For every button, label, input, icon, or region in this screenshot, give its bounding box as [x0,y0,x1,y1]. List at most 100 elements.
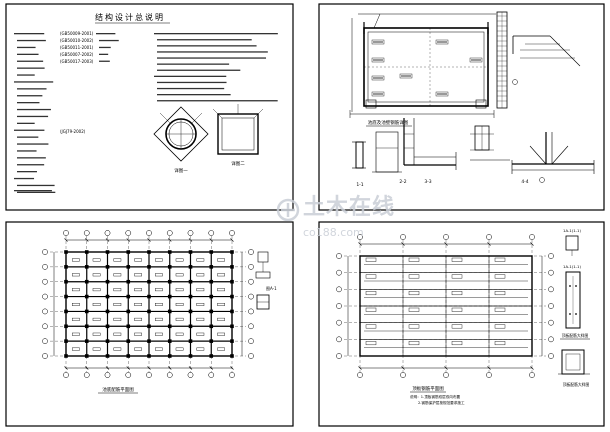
detail-one-label: 详图一 [174,167,188,174]
axis-bubble [125,230,132,236]
rebar-tag [113,303,122,306]
watermark-primary: 土木在线 [303,194,395,220]
dim-tick [230,366,234,370]
rebar-tag [371,57,385,63]
note-text-line [99,53,109,55]
column-mark [126,324,131,329]
note-text-line [17,164,45,166]
rebar-tag [175,332,184,336]
dim-tick [168,238,172,242]
top-plan-note: 说明：1.顶板钢筋双层双向布置 [410,394,461,399]
dim-tick [64,366,68,370]
note-text-line [14,81,54,83]
column-mark [126,309,131,314]
rebar-tag [113,288,122,292]
dim-tick [147,238,151,242]
column-mark [147,354,151,358]
axis-bubble [248,353,254,359]
rebar-tag [155,273,163,277]
dim-tick [358,366,362,370]
dim-tick [105,366,110,370]
rebar-tag [72,273,80,277]
column-mark [209,250,214,254]
dim-tick [188,366,193,370]
section-2-2: 2-2 [372,131,407,185]
column-mark [64,324,68,329]
rebar-tag [217,347,225,351]
detail-one-drawing: 详图一 [153,106,209,174]
note-text-line [17,53,39,55]
rebar-tag [451,307,463,312]
dim-tick [85,366,89,370]
sheet-top-plan: 顶板钢筋平面图 说明：1.顶板钢筋双层双向布置 2.钢筋保护层按规范要求施工 1… [318,221,605,427]
column-mark [209,265,214,269]
detail-tag-2: 顶板配筋大样图 [563,382,590,387]
rebar-tag [494,257,506,262]
note-text-line [99,46,111,49]
dim-tick [230,238,234,242]
column-mark [126,339,131,343]
rebar-tag [196,332,205,336]
axis-bubble [336,253,342,259]
rebar-tag [196,288,205,292]
dim-tick [487,366,491,370]
sheet-ring-beam-detail: 池底及池壁钢筋详图 1-1 2-2 [318,3,605,211]
column-mark [105,294,110,299]
dim-tick [188,238,193,242]
axis-bubble [548,303,554,309]
column-mark [84,339,89,343]
column-mark [167,324,172,329]
rebar-tag [155,347,163,351]
rebar-tag [494,341,506,346]
rebar-tag [196,347,205,351]
column-mark [188,250,193,254]
column-mark [167,294,172,299]
rebar-tag [451,324,463,329]
rebar-tag [408,291,420,296]
rebar-tag [365,257,377,262]
axis-bubble [336,286,342,293]
bottom-plan-section-label: 图A-1 [266,285,277,291]
rebar-tag [134,258,142,262]
column-mark [209,339,214,343]
column-mark [105,354,110,358]
rebar-tag [408,257,420,262]
rebar-tag [217,258,225,262]
notes-right-column [154,33,278,102]
rebar-tag [155,258,163,262]
watermark-logo-icon [276,198,300,222]
note-text-line [17,39,46,42]
column-mark [167,309,172,314]
axis-bubble [208,372,215,378]
rebar-tag [408,341,420,346]
section-label: 2-2 [399,179,406,185]
note-text-line [14,33,45,35]
column-mark [188,339,193,343]
spec-code: (GB50007-2002) [60,52,94,57]
column-mark [230,309,234,314]
column-mark [84,294,89,299]
rebar-tag [408,307,420,312]
spec-code: (JGJ79-2002) [60,129,86,134]
dim-tick [85,238,89,242]
rebar-tag [175,347,184,351]
watermark-secondary: co188.com [303,226,364,239]
axis-bubble [336,353,342,359]
dim-tick [64,238,68,242]
axis-bubble [229,372,235,378]
note-text-line [17,150,37,152]
rebar-tag [134,317,142,321]
axis-bubble [208,230,215,236]
column-mark [230,354,234,358]
column-mark [188,279,193,284]
rebar-tag [196,317,205,321]
column-mark [167,354,172,358]
column-mark [126,250,131,254]
column-mark [209,279,214,284]
column-mark [126,354,131,358]
axis-bubble [336,269,342,276]
axis-bubble [548,353,554,359]
axis-bubble [529,234,535,240]
spec-code: (GB50010-2002) [60,38,94,43]
axis-bubble [42,278,48,285]
